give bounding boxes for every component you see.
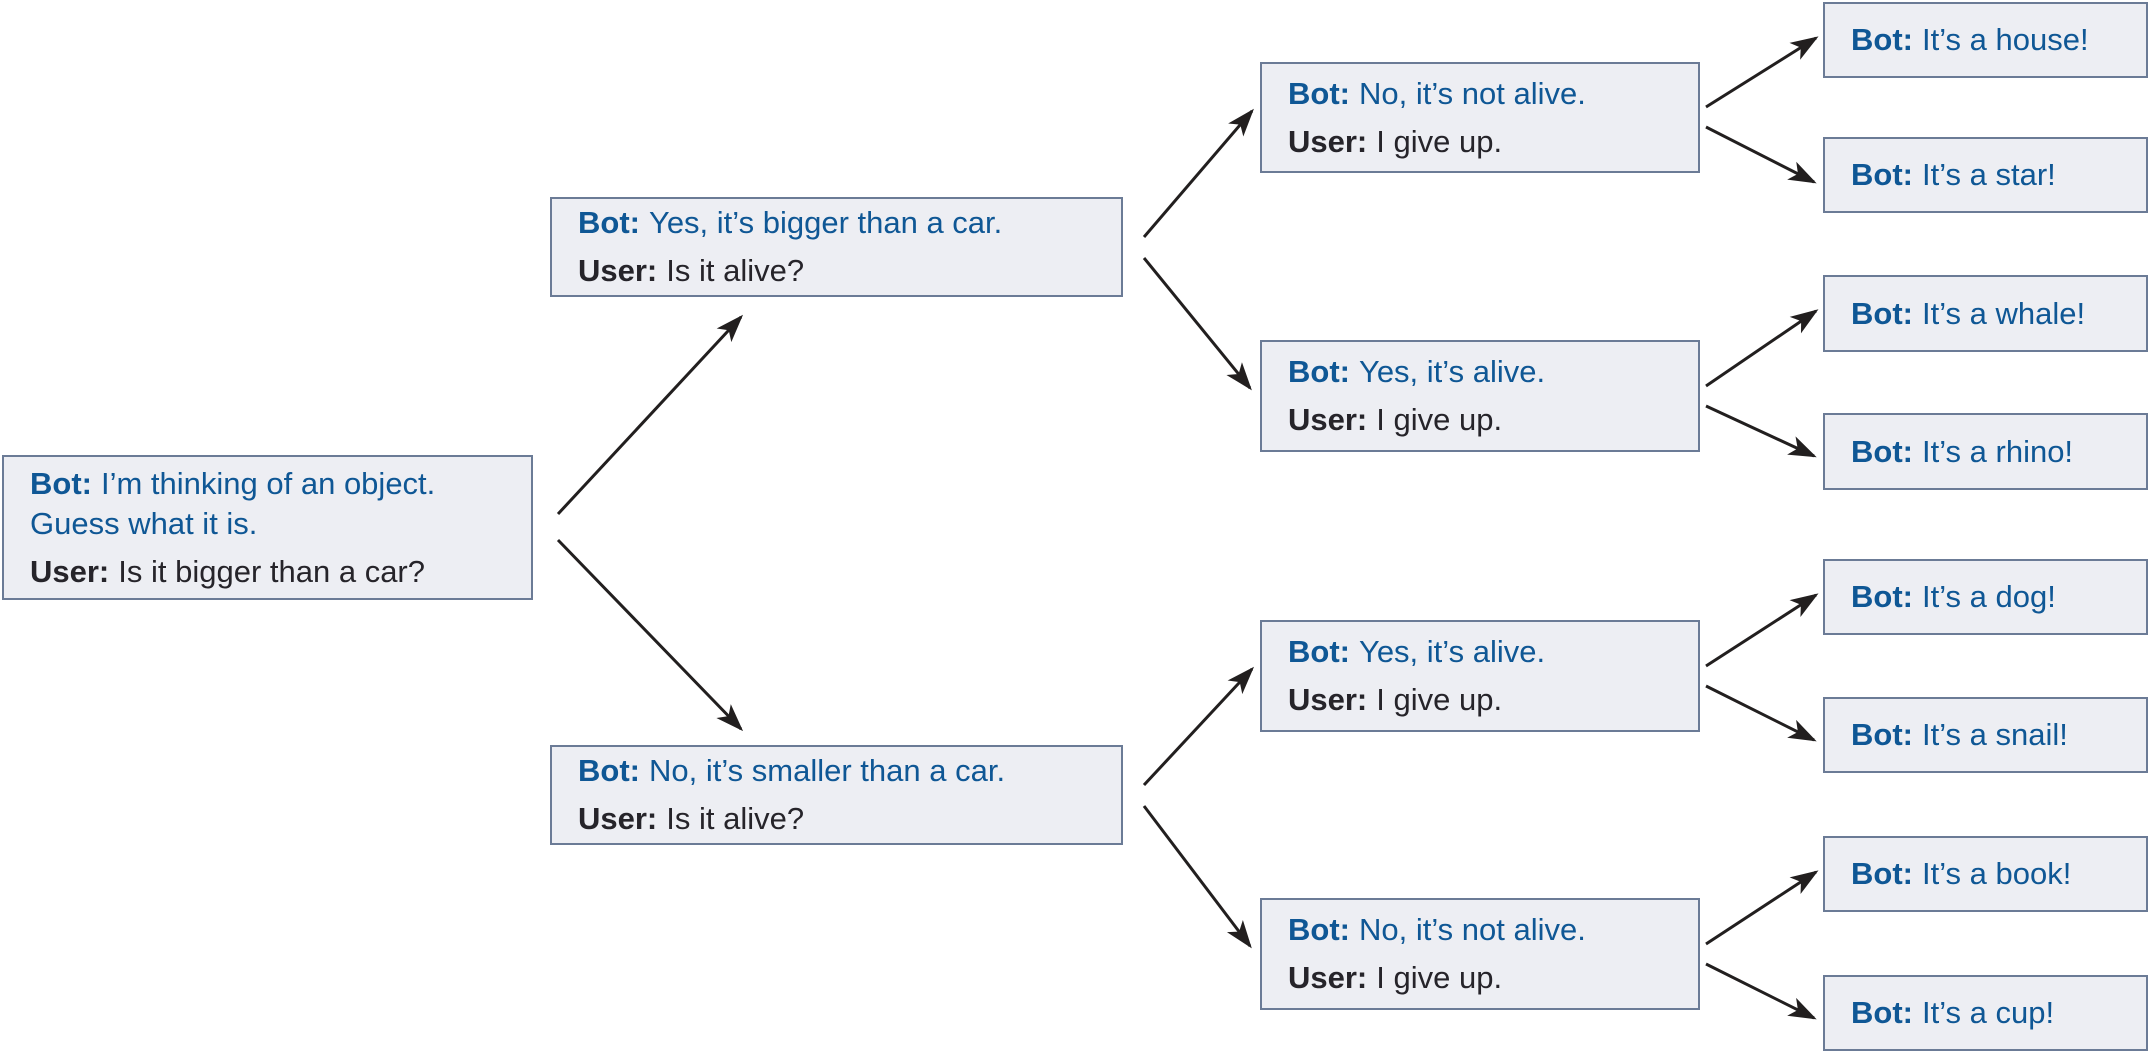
arrow-smaller-to-small-alive — [1142, 666, 1255, 787]
node-bigger: Bot:Yes, it’s bigger than a car. User:Is … — [550, 197, 1123, 297]
bot-label: Bot: — [1851, 157, 1913, 192]
bot-text: No, it’s smaller than a car. — [648, 753, 1006, 788]
user-text: Is it alive? — [666, 801, 805, 836]
arrow-big-notalive-to-star — [1705, 125, 1817, 184]
small-notalive-user-line: User:I give up. — [1288, 958, 1688, 998]
dog-bot-line: Bot:It’s a dog! — [1851, 577, 2136, 617]
small-notalive-bot-line: Bot:No, it’s not alive. — [1288, 910, 1688, 950]
bot-label: Bot: — [1851, 295, 1913, 331]
bot-text: It’s a star! — [1921, 157, 2056, 192]
user-text: I give up. — [1376, 682, 1503, 717]
bot-text: No, it’s not alive. — [1358, 912, 1586, 947]
arrow-big-alive-to-rhino — [1705, 404, 1817, 458]
user-label: User: — [1288, 123, 1368, 159]
bot-text: It’s a book! — [1921, 856, 2072, 891]
node-big-alive: Bot:Yes, it’s alive. User:I give up. — [1260, 340, 1700, 452]
user-text: Is it bigger than a car? — [118, 553, 425, 589]
bot-label: Bot: — [1851, 579, 1913, 614]
user-label: User: — [578, 801, 658, 836]
bot-text: No, it’s not alive. — [1358, 75, 1586, 111]
star-bot-line: Bot:It’s a star! — [1851, 155, 2136, 195]
big-alive-user-line: User:I give up. — [1288, 400, 1688, 440]
rhino-bot-line: Bot:It’s a rhino! — [1851, 432, 2136, 472]
tree-arrows — [556, 36, 1819, 1020]
root-user-line: User:Is it bigger than a car? — [30, 552, 521, 592]
node-rhino: Bot:It’s a rhino! — [1823, 413, 2148, 490]
bot-label: Bot: — [1288, 354, 1350, 389]
bot-label: Bot: — [30, 465, 92, 501]
bigger-bot-line: Bot:Yes, it’s bigger than a car. — [578, 203, 1111, 243]
arrow-root-to-bigger — [556, 314, 744, 516]
user-text: Is it alive? — [666, 253, 805, 288]
bot-label: Bot: — [1288, 75, 1350, 111]
arrow-big-alive-to-whale — [1705, 309, 1819, 388]
node-dog: Bot:It’s a dog! — [1823, 559, 2148, 635]
user-label: User: — [30, 553, 110, 589]
arrow-small-notalive-to-book — [1705, 870, 1819, 946]
bot-text: Guess what it is. — [30, 505, 258, 541]
node-snail: Bot:It’s a snail! — [1823, 697, 2148, 773]
bot-label: Bot: — [1288, 634, 1350, 669]
bot-text: It’s a house! — [1921, 22, 2089, 57]
arrow-smaller-to-small-notalive — [1142, 805, 1252, 949]
node-root: Bot:I’m thinking of an object.Guess what… — [2, 455, 533, 600]
arrow-small-alive-to-dog — [1705, 593, 1819, 668]
arrow-small-alive-to-snail — [1705, 684, 1817, 742]
small-alive-bot-line: Bot:Yes, it’s alive. — [1288, 632, 1688, 672]
user-text: I give up. — [1376, 123, 1503, 159]
node-star: Bot:It’s a star! — [1823, 137, 2148, 213]
user-label: User: — [1288, 682, 1368, 717]
bot-text: Yes, it’s alive. — [1358, 354, 1546, 389]
user-label: User: — [1288, 960, 1368, 995]
snail-bot-line: Bot:It’s a snail! — [1851, 715, 2136, 755]
bot-text: Yes, it’s bigger than a car. — [648, 205, 1003, 240]
node-book: Bot:It’s a book! — [1823, 836, 2148, 912]
bigger-user-line: User:Is it alive? — [578, 251, 1111, 291]
arrow-small-notalive-to-cup — [1705, 962, 1817, 1020]
bot-text: It’s a snail! — [1921, 717, 2068, 752]
node-whale: Bot:It’s a whale! — [1823, 275, 2148, 352]
root-bot-line: Bot:I’m thinking of an object. — [30, 464, 521, 504]
node-smaller: Bot:No, it’s smaller than a car. User:Is … — [550, 745, 1123, 845]
arrow-bigger-to-big-notalive — [1142, 108, 1254, 238]
smaller-bot-line: Bot:No, it’s smaller than a car. — [578, 751, 1111, 791]
arrow-big-notalive-to-house — [1705, 36, 1819, 109]
arrow-root-to-smaller — [556, 538, 744, 732]
bot-text: I’m thinking of an object. — [100, 465, 436, 501]
user-label: User: — [578, 253, 658, 288]
big-notalive-user-line: User:I give up. — [1288, 122, 1688, 162]
user-label: User: — [1288, 402, 1368, 437]
node-cup: Bot:It’s a cup! — [1823, 975, 2148, 1051]
user-text: I give up. — [1376, 960, 1503, 995]
smaller-user-line: User:Is it alive? — [578, 799, 1111, 839]
node-small-notalive: Bot:No, it’s not alive. User:I give up. — [1260, 898, 1700, 1010]
bot-label: Bot: — [1288, 912, 1350, 947]
bot-text: It’s a dog! — [1921, 579, 2056, 614]
node-house: Bot:It’s a house! — [1823, 2, 2148, 78]
node-small-alive: Bot:Yes, it’s alive. User:I give up. — [1260, 620, 1700, 732]
small-alive-user-line: User:I give up. — [1288, 680, 1688, 720]
user-text: I give up. — [1376, 402, 1503, 437]
bot-text: It’s a rhino! — [1921, 433, 2074, 469]
house-bot-line: Bot:It’s a house! — [1851, 20, 2136, 60]
bot-label: Bot: — [578, 753, 640, 788]
cup-bot-line: Bot:It’s a cup! — [1851, 993, 2136, 1033]
bot-label: Bot: — [1851, 856, 1913, 891]
arrow-bigger-to-big-alive — [1142, 257, 1252, 391]
whale-bot-line: Bot:It’s a whale! — [1851, 294, 2136, 334]
bot-label: Bot: — [1851, 22, 1913, 57]
bot-label: Bot: — [1851, 995, 1913, 1030]
book-bot-line: Bot:It’s a book! — [1851, 854, 2136, 894]
bot-text: Yes, it’s alive. — [1358, 634, 1546, 669]
bot-text: It’s a whale! — [1921, 295, 2086, 331]
bot-label: Bot: — [578, 205, 640, 240]
big-alive-bot-line: Bot:Yes, it’s alive. — [1288, 352, 1688, 392]
bot-text: It’s a cup! — [1921, 995, 2055, 1030]
root-bot-line: Guess what it is. — [30, 504, 521, 544]
bot-label: Bot: — [1851, 717, 1913, 752]
big-notalive-bot-line: Bot:No, it’s not alive. — [1288, 74, 1688, 114]
node-big-notalive: Bot:No, it’s not alive. User:I give up. — [1260, 62, 1700, 173]
bot-label: Bot: — [1851, 433, 1913, 469]
